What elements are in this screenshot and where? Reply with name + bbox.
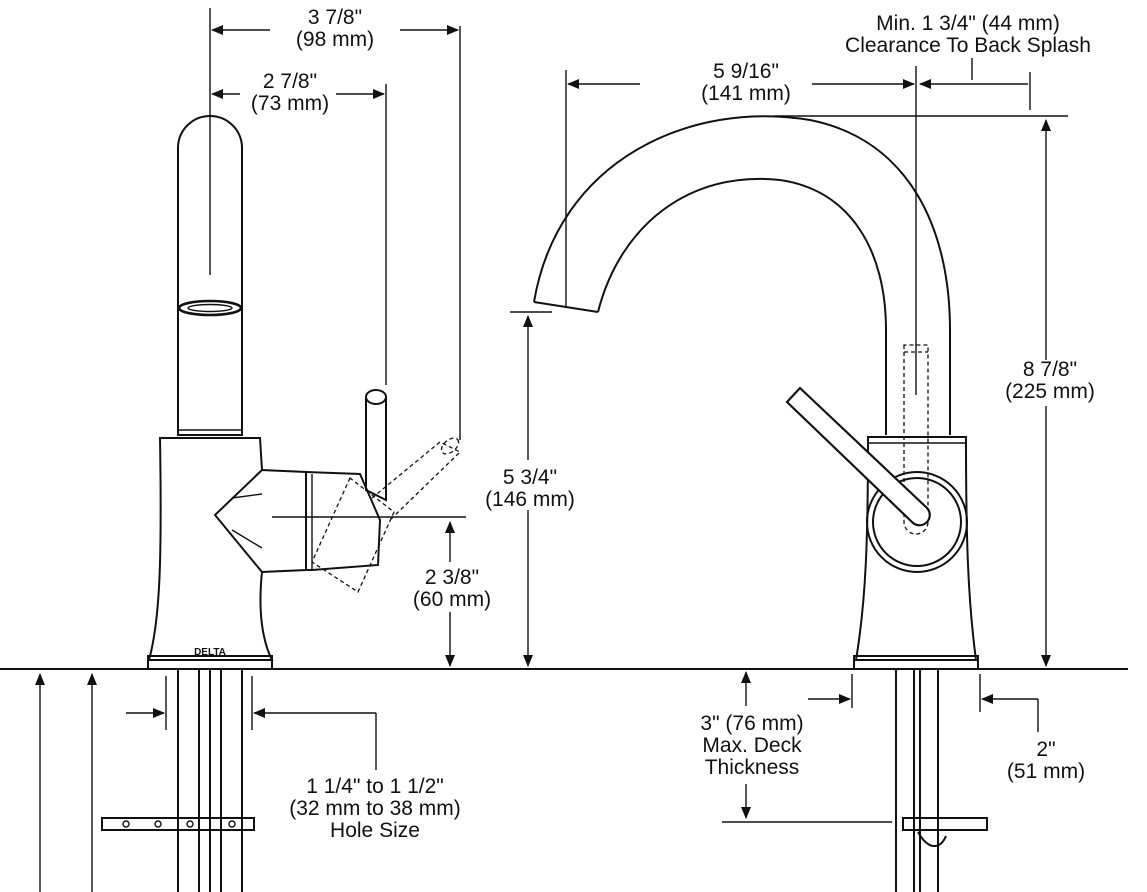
front-supply-lines — [895, 669, 988, 892]
handle-depth-imperial: 2 7/8" — [263, 70, 317, 93]
deck-thickness-line1: 3" (76 mm) — [700, 712, 803, 735]
handle-height-metric: (60 mm) — [413, 588, 491, 611]
handle-height-imperial: 2 3/8" — [425, 566, 479, 589]
hole-size-line2: (32 mm to 38 mm) — [289, 797, 461, 820]
side-handle-dashed-position — [311, 437, 462, 593]
side-handle — [365, 398, 387, 502]
side-view-dimension-lines — [35, 8, 552, 892]
hole-size-line3: Hole Size — [330, 819, 420, 842]
hole-size-line1: 1 1/4" to 1 1/2" — [306, 775, 444, 798]
backsplash-line2: Clearance To Back Splash — [845, 34, 1091, 57]
front-handle-lever — [785, 386, 931, 527]
brand-logo: DELTA — [194, 647, 226, 658]
spout-reach-metric: (141 mm) — [701, 82, 791, 105]
spout-height-imperial: 5 3/4" — [503, 466, 557, 489]
front-view-dimension-lines — [565, 58, 1068, 823]
side-body — [147, 437, 307, 661]
side-view-faucet: DELTA — [101, 115, 462, 892]
backsplash-line1: Min. 1 3/4" (44 mm) — [876, 12, 1060, 35]
spout-reach-imperial: 5 9/16" — [713, 60, 779, 83]
deck-thickness-line2: Max. Deck — [702, 734, 802, 757]
front-handle-hub — [866, 471, 968, 573]
spout-height-metric: (146 mm) — [485, 488, 575, 511]
front-view-faucet — [533, 115, 988, 892]
front-base-plate — [853, 655, 979, 670]
overall-depth-metric: (98 mm) — [296, 28, 374, 51]
overall-height-imperial: 8 7/8" — [1023, 358, 1077, 381]
overall-height-metric: (225 mm) — [1005, 380, 1095, 403]
side-valve-cap — [305, 471, 382, 571]
base-diameter-metric: (51 mm) — [1007, 760, 1085, 783]
side-aerator — [177, 299, 243, 317]
front-gooseneck-spout — [533, 115, 951, 435]
side-spout-column — [177, 115, 243, 436]
overall-depth-imperial: 3 7/8" — [308, 6, 362, 29]
deck-thickness-line3: Thickness — [705, 756, 800, 779]
handle-depth-metric: (73 mm) — [251, 92, 329, 115]
side-supply-lines — [101, 669, 255, 892]
base-diameter-imperial: 2" — [1036, 738, 1055, 761]
